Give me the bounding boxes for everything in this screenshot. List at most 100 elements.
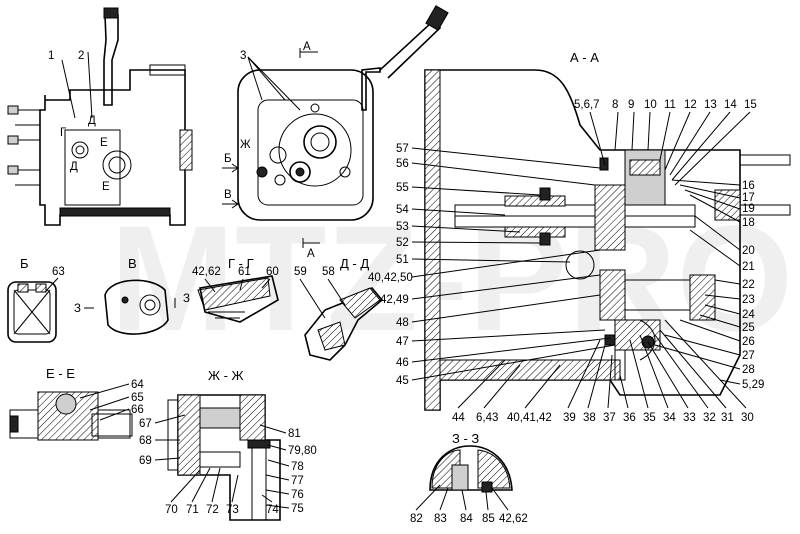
callout-61: 61 [238,266,251,278]
section-title-v: В [128,256,137,271]
callout-5-6-7: 5,6,7 [574,99,600,111]
side-view [7,7,193,226]
watermark: MTZ-PRO [110,194,793,362]
callout-66: 66 [131,404,144,416]
callout-36: 36 [623,412,636,424]
callout-74: 74 [266,504,279,516]
mark-g-left: Г [60,127,67,139]
section-title-zhzh: Ж - Ж [208,368,244,383]
callout-76: 76 [291,489,304,501]
mark-z-left: З [74,303,81,315]
section-aa [424,69,791,411]
callout-81: 81 [288,428,301,440]
callout-52: 52 [396,237,409,249]
callout-9: 9 [628,99,634,111]
callout-83: 83 [434,513,447,525]
section-dd [304,286,384,361]
callout-27: 27 [742,350,755,362]
mark-d-top: Д [88,115,96,127]
callout-85: 85 [482,513,495,525]
callout-18: 18 [742,217,755,229]
callout-10: 10 [644,99,657,111]
callout-82: 82 [410,513,423,525]
callout-48: 48 [396,317,409,329]
section-gg [197,275,279,323]
callout-2: 2 [78,50,84,62]
callout-73: 73 [226,504,239,516]
mark-e-bot: Е [102,181,110,193]
mark-b-arrow: Б [224,153,232,165]
section-title-gg: Г - Г [228,256,254,271]
callout-3: 3 [240,50,246,62]
callout-32: 32 [703,412,716,424]
callout-56: 56 [396,158,409,170]
callout-24: 24 [742,309,755,321]
callout-39: 39 [563,412,576,424]
callout-72: 72 [206,504,219,516]
mark-z-right: З [183,293,190,305]
callout-40-41-42: 40,41,42 [507,412,552,424]
mark-e-top: Е [100,137,108,149]
callout-20: 20 [742,245,755,257]
callout-47: 47 [396,336,409,348]
mark-a-bottom: А [307,248,315,260]
section-ee [9,391,133,441]
mark-v-arrow: В [224,189,232,201]
mark-d-mid: Д [70,161,78,173]
front-view [237,5,449,248]
section-title-aa: А - А [570,50,599,65]
callout-8: 8 [612,99,618,111]
section-title-dd: Д - Д [340,256,369,271]
callout-79-80: 79,80 [288,445,317,457]
callout-40-42-50: 40,42,50 [368,272,413,284]
callout-60: 60 [266,266,279,278]
callout-34: 34 [663,412,676,424]
callout-70: 70 [165,504,178,516]
callout-65: 65 [131,392,144,404]
callout-44: 44 [452,412,465,424]
callout-45: 45 [396,375,409,387]
callout-11: 11 [664,99,676,111]
callout-71: 71 [186,504,199,516]
callout-16: 16 [742,180,755,192]
callout-23: 23 [742,294,755,306]
mark-zh-arrow: Ж [240,139,251,151]
view-v [104,279,169,335]
callout-21: 21 [742,261,755,273]
callout-12: 12 [684,99,697,111]
callout-57: 57 [396,143,409,155]
callout-14: 14 [724,99,737,111]
section-title-ee: Е - Е [46,366,75,381]
callout-51: 51 [396,254,409,266]
callout-64: 64 [131,379,144,391]
section-zhzh [167,394,281,521]
callout-22: 22 [742,279,755,291]
callout-38: 38 [583,412,596,424]
callout-63: 63 [52,266,65,278]
callout-42-62-g: 42,62 [192,266,221,278]
callout-33: 33 [683,412,696,424]
callout-26: 26 [742,336,755,348]
callout-25: 25 [742,322,755,334]
callout-42-49: 42,49 [380,294,409,306]
callout-55: 55 [396,182,409,194]
callout-58: 58 [322,266,335,278]
callout-77: 77 [291,475,304,487]
mark-a-top: А [303,41,311,53]
callout-31: 31 [721,412,734,424]
callout-37: 37 [603,412,616,424]
section-title-zz: З - З [452,431,479,446]
callout-28: 28 [742,364,755,376]
view-b [7,281,57,343]
callout-5-29: 5,29 [742,379,764,391]
callout-17: 17 [742,192,755,204]
callout-30: 30 [741,412,754,424]
callout-59: 59 [294,266,307,278]
callout-35: 35 [643,412,656,424]
callout-42-62-z: 42,62 [499,513,528,525]
callout-69: 69 [139,455,152,467]
callout-19: 19 [742,203,755,215]
callout-13: 13 [704,99,717,111]
